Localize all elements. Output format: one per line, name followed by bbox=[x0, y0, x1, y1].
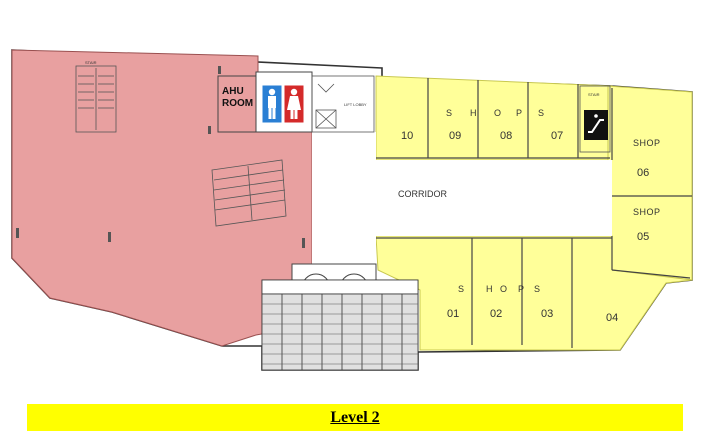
shop-06-word: SHOP bbox=[633, 138, 661, 148]
male-toilet-icon bbox=[261, 84, 283, 124]
shops-zone-right bbox=[607, 85, 693, 281]
shops-top-letter-p: P bbox=[516, 108, 523, 118]
escalator-icon bbox=[584, 110, 608, 140]
unit-09-label: 09 bbox=[449, 130, 461, 142]
corridor-label: CORRIDOR bbox=[398, 189, 447, 199]
unit-03-label: 03 bbox=[541, 308, 553, 320]
shops-bottom-letter-h: H bbox=[486, 284, 493, 294]
escalator-red-zone bbox=[211, 159, 287, 227]
shops-bottom-letter-o: O bbox=[500, 284, 508, 294]
shops-top-letter-h: H bbox=[470, 108, 477, 118]
shops-bottom-letter-s2: S bbox=[534, 284, 541, 294]
right-shop-walls bbox=[611, 88, 692, 270]
unit-02-label: 02 bbox=[490, 308, 502, 320]
toilets bbox=[255, 71, 313, 133]
female-toilet-icon bbox=[283, 84, 305, 124]
top-shop-walls bbox=[376, 78, 610, 159]
level-banner: Level 2 bbox=[27, 404, 683, 431]
unit-07-label: 07 bbox=[551, 130, 563, 142]
level-title: Level 2 bbox=[330, 408, 380, 426]
stair-top-left-label: STAIR bbox=[85, 60, 97, 65]
bottom-grid-structure bbox=[261, 279, 419, 371]
shops-top-letter-s2: S bbox=[538, 108, 545, 118]
unit-10-label: 10 bbox=[401, 130, 413, 142]
ahu-label-line1: AHU bbox=[222, 86, 244, 97]
lift-lobby-label: LIFT LOBBY bbox=[344, 102, 367, 107]
corridor-area bbox=[312, 132, 612, 270]
left-stair bbox=[75, 65, 117, 133]
unit-01-label: 01 bbox=[447, 308, 459, 320]
lift-lobby bbox=[311, 75, 375, 133]
shops-top-letter-s: S bbox=[446, 108, 453, 118]
shops-zone-top bbox=[375, 75, 613, 161]
shop-05-number: 05 bbox=[637, 231, 649, 243]
stair-top-right-label: STAIR bbox=[588, 92, 600, 97]
shop-05-word: SHOP bbox=[633, 207, 661, 217]
shops-bottom-letter-s: S bbox=[458, 284, 465, 294]
shop-06-number: 06 bbox=[637, 167, 649, 179]
shops-top-letter-o: O bbox=[494, 108, 502, 118]
unit-08-label: 08 bbox=[500, 130, 512, 142]
ahu-label-line2: ROOM bbox=[222, 98, 253, 109]
shops-bottom-letter-p: P bbox=[518, 284, 525, 294]
bottom-grid-hatch bbox=[262, 303, 418, 365]
columns bbox=[16, 66, 305, 248]
right-stair bbox=[579, 85, 611, 153]
unit-04-label: 04 bbox=[606, 312, 618, 324]
bottom-shop-walls bbox=[376, 237, 691, 348]
